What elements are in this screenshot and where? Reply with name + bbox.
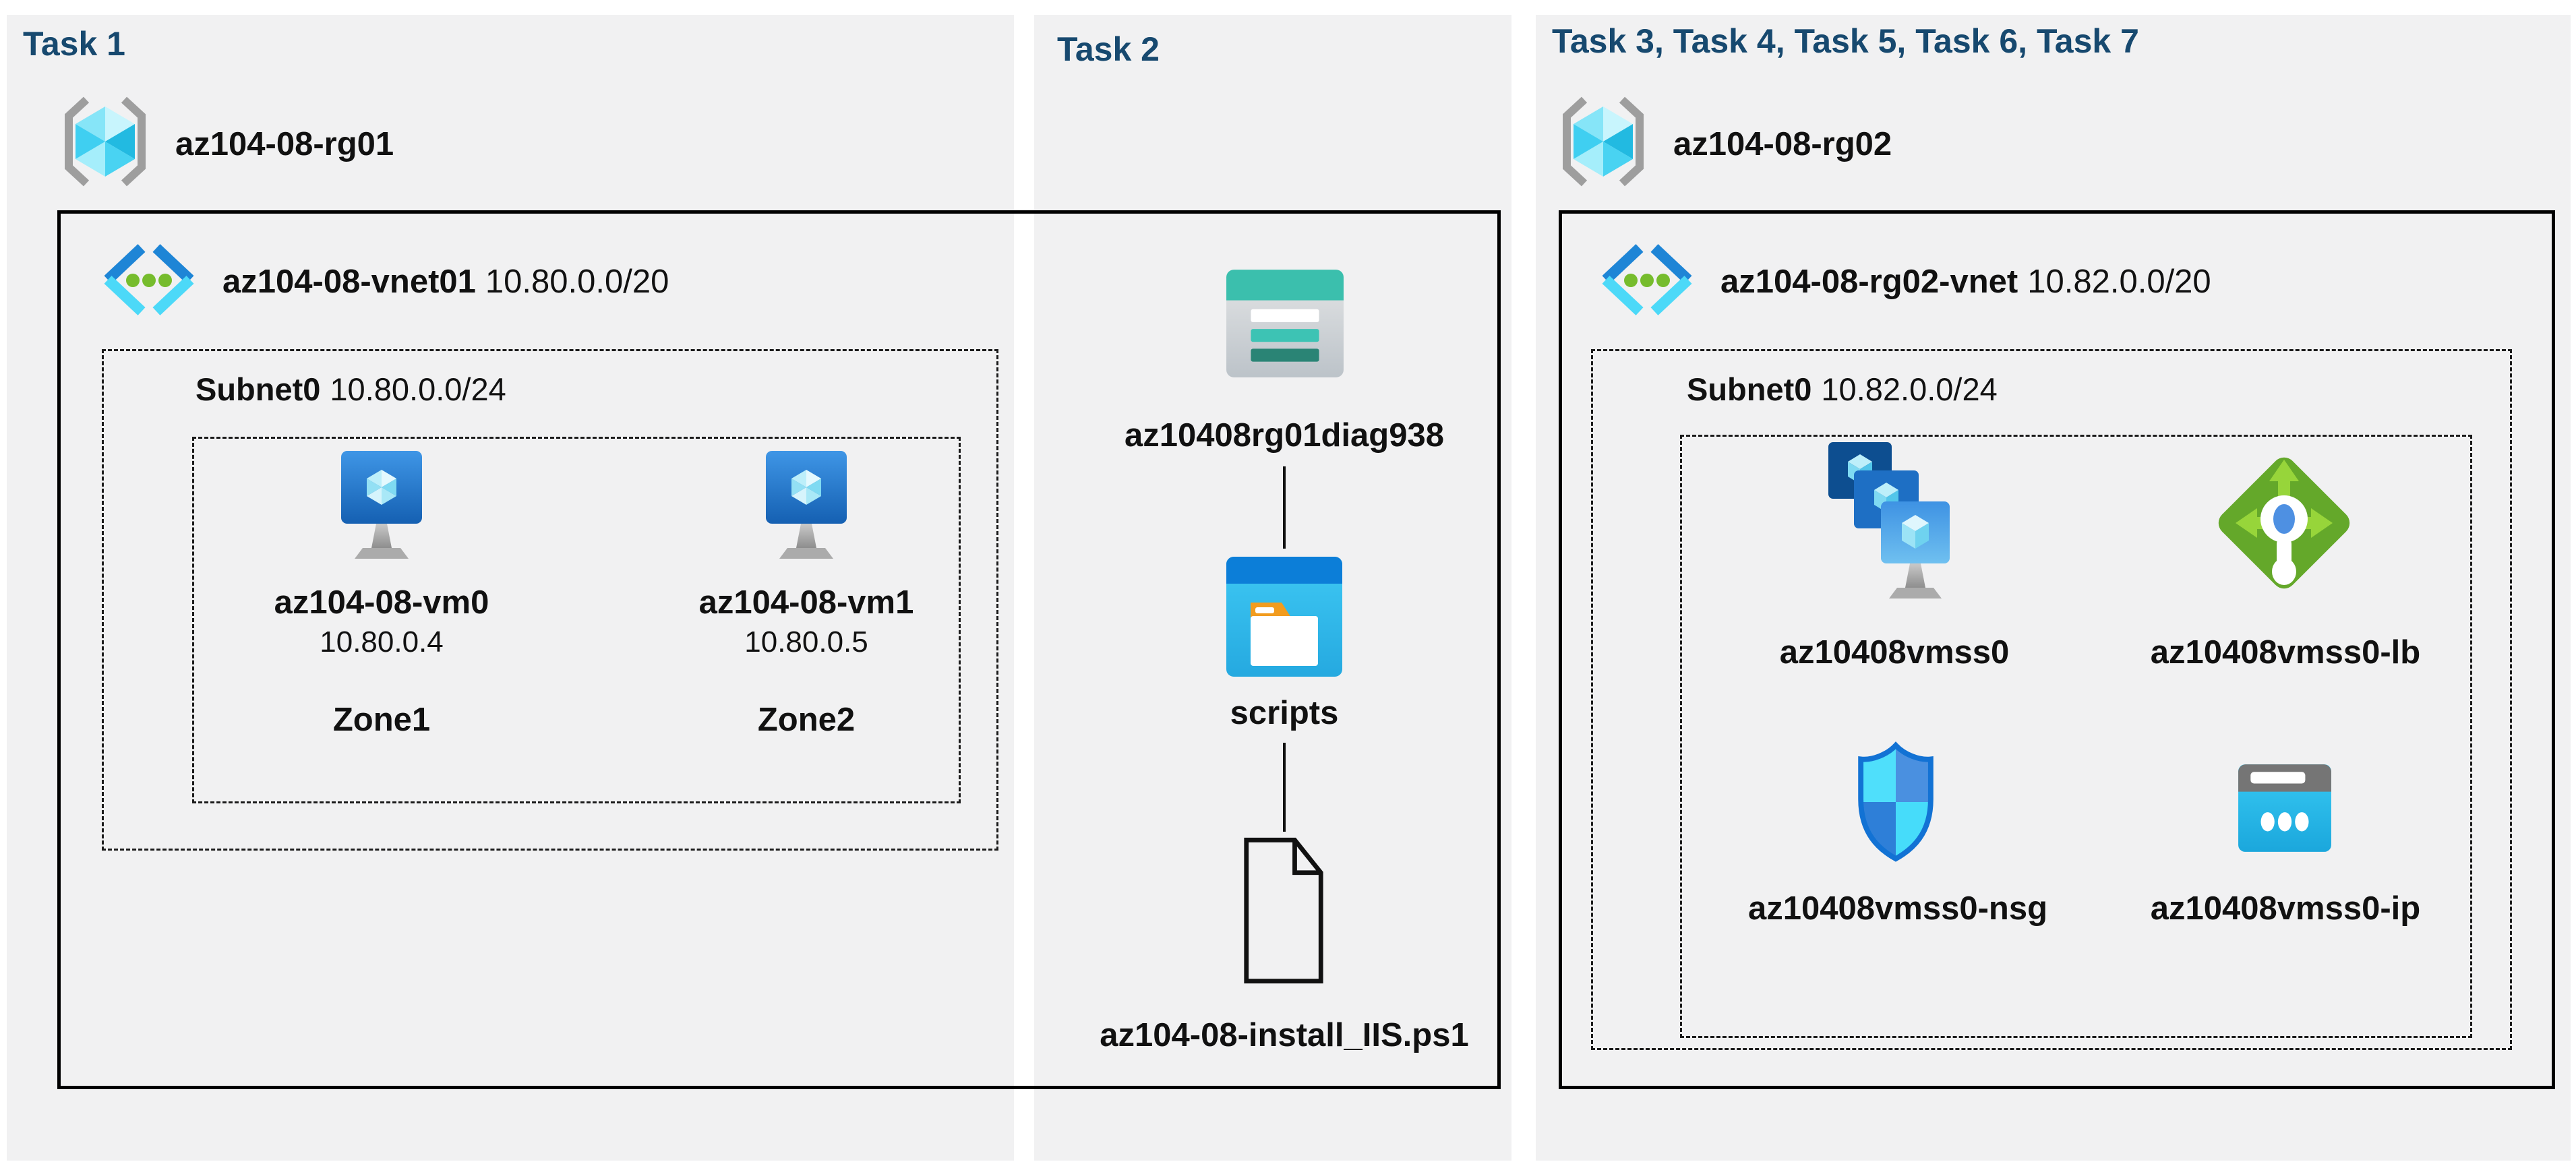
network-security-group-icon bbox=[1854, 741, 1938, 863]
resource-group-icon bbox=[61, 96, 150, 187]
container-name: scripts bbox=[1230, 695, 1339, 731]
public-ip-name: az10408vmss0-ip bbox=[2150, 890, 2421, 927]
connector-container-file bbox=[1283, 743, 1286, 832]
task3-panel bbox=[1536, 15, 2571, 1161]
vm1-zone: Zone2 bbox=[757, 702, 856, 738]
vm1-ip: 10.80.0.5 bbox=[744, 625, 868, 658]
subnet1-name: Subnet0 bbox=[196, 371, 321, 407]
task2-title: Task 2 bbox=[1057, 30, 1160, 68]
nsg-name: az10408vmss0-nsg bbox=[1747, 890, 2047, 927]
virtual-machine-icon bbox=[334, 446, 429, 576]
task3-title: Task 3, Task 4, Task 5, Task 6, Task 7 bbox=[1552, 22, 2139, 60]
script-file-icon bbox=[1241, 836, 1326, 985]
vnet2-name: az104-08-rg02-vnet bbox=[1720, 264, 2018, 300]
subnet2-box bbox=[1591, 349, 2512, 1050]
resource-group-name: az104-08-rg01 bbox=[175, 126, 394, 162]
blob-container-icon bbox=[1224, 554, 1345, 679]
virtual-network-icon bbox=[98, 241, 200, 318]
vm0-name: az104-08-vm0 bbox=[274, 584, 489, 621]
resource-group-icon bbox=[1559, 96, 1648, 187]
vnet2-cidr: 10.82.0.0/20 bbox=[2027, 264, 2211, 300]
vm0-zone: Zone1 bbox=[332, 702, 431, 738]
subnet1-cidr: 10.80.0.0/24 bbox=[330, 371, 506, 407]
storage-account-name: az10408rg01diag938 bbox=[1125, 417, 1444, 454]
vmss-resources-box bbox=[1680, 435, 2472, 1038]
vm0-ip: 10.80.0.4 bbox=[320, 625, 444, 658]
vmss-name: az10408vmss0 bbox=[1779, 634, 2010, 671]
vnet1-cidr: 10.80.0.0/20 bbox=[485, 264, 669, 300]
task1-title: Task 1 bbox=[23, 25, 125, 63]
vnet1-name: az104-08-vnet01 bbox=[222, 264, 476, 300]
load-balancer-icon bbox=[2217, 442, 2352, 604]
storage-account-icon bbox=[1224, 267, 1346, 380]
load-balancer-name: az10408vmss0-lb bbox=[2150, 634, 2421, 671]
resource-group2-name: az104-08-rg02 bbox=[1673, 126, 1892, 162]
script-file-name: az104-08-install_IIS.ps1 bbox=[1100, 1017, 1469, 1053]
virtual-network-icon bbox=[1596, 241, 1698, 318]
vm-scale-set-icon bbox=[1826, 439, 1954, 628]
vnet2-boundary-box bbox=[1559, 210, 2555, 1089]
subnet2-name: Subnet0 bbox=[1687, 371, 1812, 407]
public-ip-icon bbox=[2236, 759, 2334, 857]
vnet1-boundary-box bbox=[57, 210, 1501, 1089]
vm-zone-box bbox=[192, 437, 961, 803]
subnet1-box bbox=[102, 349, 998, 851]
subnet2-cidr: 10.82.0.0/24 bbox=[1821, 371, 1998, 407]
connector-storage-container bbox=[1283, 466, 1286, 549]
virtual-machine-icon bbox=[759, 446, 853, 576]
vm1-name: az104-08-vm1 bbox=[698, 584, 914, 621]
task1-panel bbox=[7, 15, 1014, 1161]
